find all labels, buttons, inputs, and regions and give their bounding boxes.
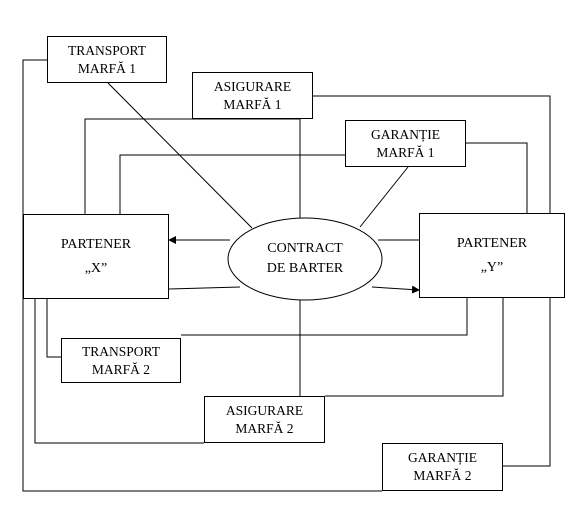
partnerx-line2: „X” [84, 260, 108, 276]
connector-partnery-asigurare2 [325, 298, 504, 397]
connector-garantie1-partnery [466, 142, 528, 213]
asigurare1-line2: MARFĂ 1 [223, 96, 282, 112]
connector-transport2-partnery [181, 298, 468, 336]
connector-partnerx-contract [168, 286, 241, 290]
connector-transport1-contract [107, 82, 253, 229]
arrow-contract-to-partnery [371, 285, 420, 294]
transport1-line1: TRANSPORT [68, 42, 146, 58]
asigurare2-line2: MARFĂ 2 [235, 420, 294, 436]
partnery-line1: PARTENER [456, 235, 528, 251]
garantie-marfa-2-box: GARANȚIE MARFĂ 2 [382, 443, 503, 491]
partener-x-box: PARTENER „X” [23, 214, 169, 299]
asigurare-marfa-2-box: ASIGURARE MARFĂ 2 [204, 396, 325, 443]
asigurare2-line1: ASIGURARE [225, 402, 304, 418]
transport-marfa-2-box: TRANSPORT MARFĂ 2 [61, 338, 181, 383]
connector-partnerx-asigurare2 [34, 299, 204, 444]
garantie2-line1: GARANȚIE [408, 450, 477, 465]
asigurare1-line1: ASIGURARE [213, 78, 292, 94]
connector-partnerx-top [84, 118, 300, 214]
transport1-line2: MARFĂ 1 [77, 60, 137, 76]
partener-y-box: PARTENER „Y” [419, 213, 565, 298]
garantie1-line2: MARFĂ 1 [376, 144, 435, 160]
connector-garantie1-contract [359, 166, 409, 228]
garantie1-line1: GARANȚIE [371, 126, 440, 142]
connector-partnerx-garantie1 [119, 154, 345, 214]
contract-de-barter-label: CONTRACT DE BARTER [230, 218, 380, 300]
transport-marfa-1-box: TRANSPORT MARFĂ 1 [47, 36, 167, 83]
transport2-line1: TRANSPORT [82, 343, 160, 359]
garantie-marfa-1-box: GARANȚIE MARFĂ 1 [345, 120, 466, 167]
partnerx-line1: PARTENER [60, 236, 132, 252]
connector-partnerx-transport2 [46, 299, 61, 358]
contract-ellipse [227, 217, 383, 301]
partnery-line2: „Y” [480, 259, 504, 275]
transport2-line2: MARFĂ 2 [91, 361, 151, 377]
contract-line1: CONTRACT [267, 241, 343, 256]
asigurare-marfa-1-box: ASIGURARE MARFĂ 1 [192, 72, 313, 119]
garantie2-line2: MARFĂ 2 [413, 468, 472, 483]
contract-line2: DE BARTER [266, 261, 344, 276]
